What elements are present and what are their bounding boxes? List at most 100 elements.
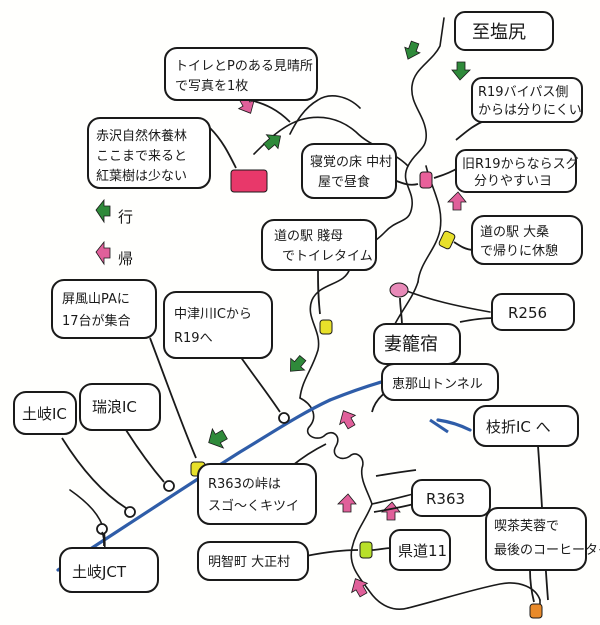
tsumago-marker xyxy=(389,282,409,298)
mizunami-ic-circle-icon xyxy=(163,480,175,492)
prefroute-bubble xyxy=(389,529,451,571)
return-arrow-icon xyxy=(381,501,401,521)
legend-return-label: 帰 xyxy=(118,250,133,268)
old-r19-tail xyxy=(433,167,459,179)
okuwa-marker xyxy=(438,230,456,250)
viewpoint-bubble xyxy=(164,47,318,101)
akasawa-line1: 赤沢自然休養林 xyxy=(96,128,187,144)
cafe-marker xyxy=(529,603,543,619)
shiroyama-tail xyxy=(317,269,321,315)
legend-go-label: 行 xyxy=(118,208,133,226)
okuwa-line2: で帰りに休憩 xyxy=(480,243,558,259)
chuo-expressway xyxy=(56,398,332,572)
okuwa-line1: 道の駅 大桑 xyxy=(480,225,549,240)
route-363-pass-road xyxy=(299,397,373,505)
enatunnel-bubble xyxy=(381,363,499,401)
toki-ic-label: 土岐IC xyxy=(22,405,67,423)
r363-tail xyxy=(375,469,417,477)
return-arrow-icon xyxy=(447,191,467,211)
return-arrow-icon xyxy=(351,578,369,598)
akechi-label: 明智町 大正村 xyxy=(208,555,290,570)
go-arrow-icon xyxy=(95,198,111,224)
meeting-line2: 17台が集合 xyxy=(62,313,131,329)
r363-bubble xyxy=(411,479,491,517)
akasawa-line3: 紅葉樹は少ない xyxy=(96,169,187,184)
nakatsugawa-line1: 中津川ICから xyxy=(174,307,252,322)
lunch-marker xyxy=(419,171,433,189)
bypass-bubble xyxy=(471,77,583,123)
r363-curve-line2: スゴ〜くキツイ xyxy=(208,498,299,514)
expressway-direction-arrow-icon xyxy=(429,418,449,434)
nakatsugawa-ic-circle-icon xyxy=(278,412,290,424)
terminus-label: 至塩尻 xyxy=(472,22,526,43)
cafe-bubble xyxy=(485,507,587,571)
return-arrow-icon xyxy=(95,240,111,266)
tsumago-label: 妻籠宿 xyxy=(384,334,438,355)
meeting-tail xyxy=(149,337,197,459)
r363-curve-line1: R363の峠は xyxy=(208,477,281,492)
meeting-line1: 屏風山PAに xyxy=(62,292,130,307)
nakatsugawa-bubble xyxy=(163,291,273,359)
go-arrow-icon xyxy=(451,61,471,81)
toki-ic-circle-icon xyxy=(124,506,136,518)
meeting-bubble xyxy=(51,279,157,339)
nakatsugawa-tail xyxy=(239,355,281,413)
old-r19-line1: 旧R19からならスグ xyxy=(462,157,579,172)
r256-bubble xyxy=(491,293,575,331)
nakatsugawa-line2: R19へ xyxy=(174,331,213,346)
edaori-ic-label: 枝折IC へ xyxy=(486,418,551,436)
tsumago-tail xyxy=(399,297,403,327)
toki-jct-tail xyxy=(101,531,105,547)
bypass-line2: からは分りにくい xyxy=(478,103,582,118)
old-r19-bubble xyxy=(455,149,577,193)
viewpoint-spur-road xyxy=(289,95,361,135)
mizunami-ic-bubble xyxy=(79,383,161,431)
shiroyama-marker xyxy=(319,319,333,335)
tokai-kanjo-expressway xyxy=(436,418,472,432)
akasawa-bubble xyxy=(87,117,211,189)
okuwa-bubble xyxy=(471,215,583,265)
go-arrow-icon xyxy=(208,427,228,449)
r363-tail-2 xyxy=(373,503,415,513)
terminus-bubble xyxy=(454,11,554,51)
prefroute-label: 県道11 xyxy=(398,542,447,560)
akasawa-marker xyxy=(230,169,268,193)
bypass-line1: R19バイパス側 xyxy=(478,85,568,100)
toki-ic-tail xyxy=(61,437,127,509)
r363-curve-tail xyxy=(291,443,327,467)
lunch-bubble xyxy=(301,143,397,199)
lunch-line1: 寝覚の床 中村 xyxy=(310,154,392,170)
viewpoint-line2: で写真を1枚 xyxy=(175,79,248,94)
edaori-ic-bubble xyxy=(473,405,579,447)
shiroyama-bubble xyxy=(261,219,377,271)
lunch-line2: 屋で昼食 xyxy=(318,174,370,190)
akechi-marker xyxy=(359,541,373,559)
toki-ic-bubble xyxy=(13,391,77,435)
mizunami-ic-label: 瑞浪IC xyxy=(92,398,137,416)
mizunami-ic-tail xyxy=(125,429,165,483)
go-arrow-icon xyxy=(404,40,421,60)
return-arrow-icon xyxy=(337,493,357,513)
akechi-road xyxy=(350,503,409,610)
toki-jct-label: 土岐JCT xyxy=(72,563,127,581)
go-arrow-icon xyxy=(262,134,282,151)
r256-tail xyxy=(459,317,495,323)
shiroyama-line1: 道の駅 賤母 xyxy=(274,229,343,244)
r363-curve-bubble xyxy=(197,463,317,525)
viewpoint-tail xyxy=(249,99,291,123)
edaori-road xyxy=(407,582,541,609)
toki-jct-bubble xyxy=(59,547,159,593)
shiroyama-line2: でトイレタイム xyxy=(282,249,373,264)
akasawa-tail xyxy=(209,127,237,169)
akasawa-line2: ここまで来ると xyxy=(96,149,187,164)
route-19-road xyxy=(299,17,445,399)
cafe-line1: 喫茶芙蓉で xyxy=(494,518,559,534)
bypass-tail xyxy=(455,119,487,141)
route-256-road xyxy=(403,289,491,313)
viewpoint-line1: トイレとPのある見晴所 xyxy=(175,59,313,74)
return-arrow-icon xyxy=(339,410,357,430)
old-r19-line2: 分りやすいヨ xyxy=(474,174,552,189)
r363-label: R363 xyxy=(426,490,465,508)
